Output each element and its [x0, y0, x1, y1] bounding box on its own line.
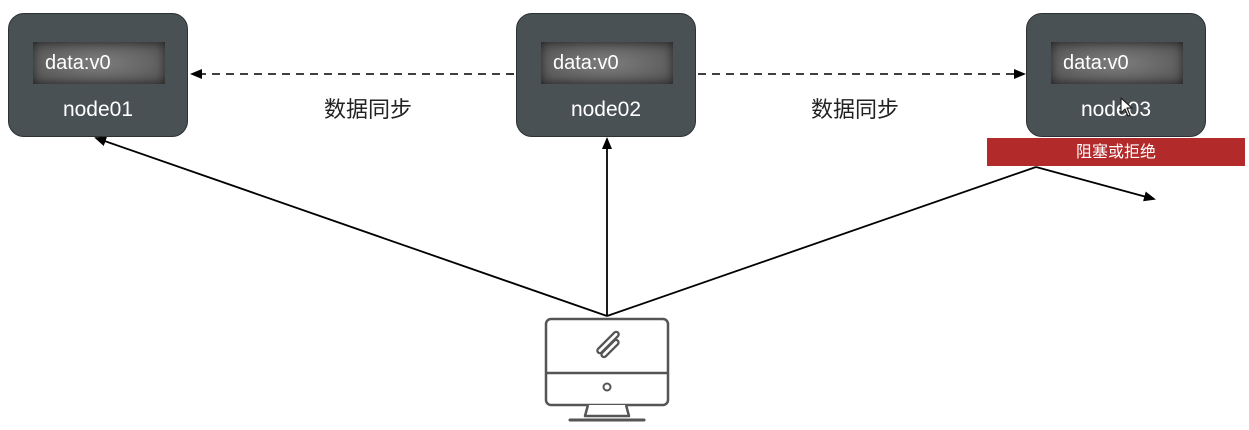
mouse-pointer-icon — [1120, 97, 1133, 117]
node-name: node01 — [62, 98, 134, 121]
request-arrow-to-node01 — [94, 136, 608, 317]
node-data-value: data:v0 — [33, 42, 165, 84]
node-node02: data:v0 node02 — [516, 13, 696, 137]
node-node03: data:v0 node03 — [1026, 13, 1206, 137]
node-data-value: data:v0 — [541, 42, 673, 84]
request-line-to-node03 — [606, 166, 1037, 317]
sync-label-left: 数据同步 — [324, 98, 413, 123]
blocked-badge: 阻塞或拒绝 — [987, 138, 1245, 166]
node-name: node02 — [570, 98, 642, 121]
node-data-value: data:v0 — [1051, 42, 1183, 84]
node-node01: data:v0 node01 — [8, 13, 188, 137]
sync-label-right: 数据同步 — [811, 98, 900, 123]
node-name: node03 — [1080, 98, 1152, 121]
desktop-computer-icon — [544, 317, 670, 422]
rejection-arrow — [1035, 166, 1156, 202]
